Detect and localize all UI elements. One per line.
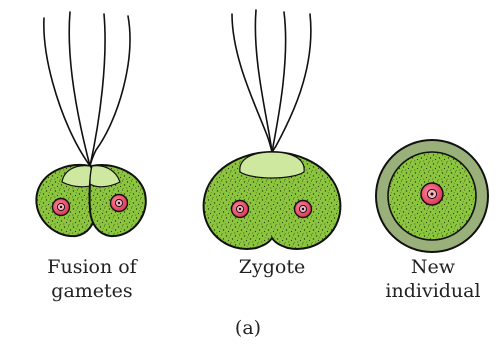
figure-caption: (a) <box>235 317 261 339</box>
label-fusion-line2: gametes <box>51 280 132 302</box>
flagella-icon <box>232 10 311 152</box>
nucleus-icon <box>295 201 312 218</box>
label-new-line2: individual <box>385 280 480 302</box>
nucleus-icon <box>421 183 443 205</box>
nucleus-icon <box>232 201 249 218</box>
label-zygote: Zygote <box>239 256 305 278</box>
nucleus-icon <box>111 195 128 212</box>
fusing-gametes-icon <box>36 12 145 236</box>
label-fusion-line1: Fusion of <box>47 256 138 278</box>
flagella-icon <box>44 12 130 166</box>
nucleus-icon <box>53 199 70 216</box>
label-new-line1: New <box>411 256 456 278</box>
zygote-icon <box>204 10 341 249</box>
new-individual-icon <box>376 140 488 252</box>
zygote-cap <box>240 152 304 178</box>
